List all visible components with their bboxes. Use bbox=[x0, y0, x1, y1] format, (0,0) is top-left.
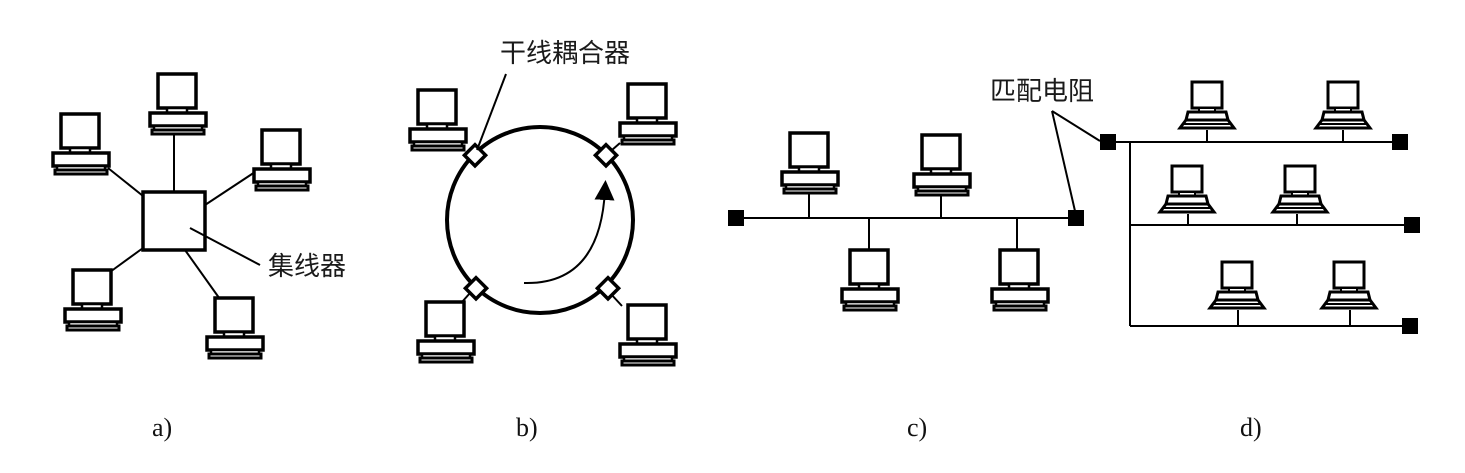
panel-d-tree-topology bbox=[1100, 80, 1420, 334]
computer-icon bbox=[51, 112, 111, 176]
terminator-label-leader bbox=[1051, 110, 1076, 212]
hub-label-leader bbox=[189, 227, 261, 266]
computer-icon bbox=[618, 82, 678, 146]
caption-a: a) bbox=[152, 413, 172, 442]
computer-icon bbox=[63, 268, 123, 332]
link-line bbox=[107, 167, 144, 197]
computer-icon bbox=[618, 303, 678, 367]
computer-icon bbox=[205, 296, 265, 360]
terminator-resistor bbox=[1100, 134, 1116, 150]
computer-icon bbox=[840, 248, 900, 312]
laptop-icon bbox=[1208, 260, 1266, 310]
trunk-coupler bbox=[461, 142, 489, 169]
computer-icon bbox=[408, 88, 468, 152]
hub-box bbox=[141, 190, 207, 252]
laptop-icon bbox=[1271, 164, 1329, 214]
panel-c-bus-topology: 匹配电阻 bbox=[728, 77, 1101, 312]
caption-c: c) bbox=[907, 413, 927, 442]
link-line bbox=[204, 171, 256, 206]
laptop-icon bbox=[1158, 164, 1216, 214]
terminator-resistor bbox=[1392, 134, 1408, 150]
laptop-icon bbox=[1178, 80, 1236, 130]
coupler-label-leader bbox=[476, 73, 507, 151]
flow-direction-arrow bbox=[523, 180, 615, 285]
link-line bbox=[109, 247, 144, 273]
terminator-resistor bbox=[1068, 210, 1084, 226]
computer-icon bbox=[912, 133, 972, 197]
laptop-icon bbox=[1314, 80, 1372, 130]
laptop-icon bbox=[1320, 260, 1378, 310]
terminator-resistor bbox=[1404, 217, 1420, 233]
computer-icon bbox=[416, 300, 476, 364]
panel-b-ring-topology: 干线耦合器 bbox=[408, 39, 678, 367]
link-line bbox=[184, 249, 223, 303]
computer-icon bbox=[780, 131, 840, 195]
ring-trunk bbox=[445, 125, 635, 315]
computer-icon bbox=[990, 248, 1050, 312]
terminator-resistor bbox=[1402, 318, 1418, 334]
trunk-coupler bbox=[592, 142, 620, 169]
computer-icon bbox=[252, 128, 312, 192]
panel-a-star-topology: 集线器 bbox=[51, 72, 346, 360]
caption-d: d) bbox=[1240, 413, 1262, 442]
caption-b: b) bbox=[516, 413, 538, 442]
trunk-coupler bbox=[462, 275, 490, 302]
terminator-resistor bbox=[728, 210, 744, 226]
trunk-coupler bbox=[594, 275, 622, 302]
computer-icon bbox=[148, 72, 208, 136]
terminator-label: 匹配电阻 bbox=[990, 77, 1094, 107]
terminator-label-leader bbox=[1051, 110, 1101, 142]
coupler-label: 干线耦合器 bbox=[500, 39, 630, 69]
hub-label: 集线器 bbox=[268, 252, 346, 282]
tap-line bbox=[611, 142, 621, 151]
